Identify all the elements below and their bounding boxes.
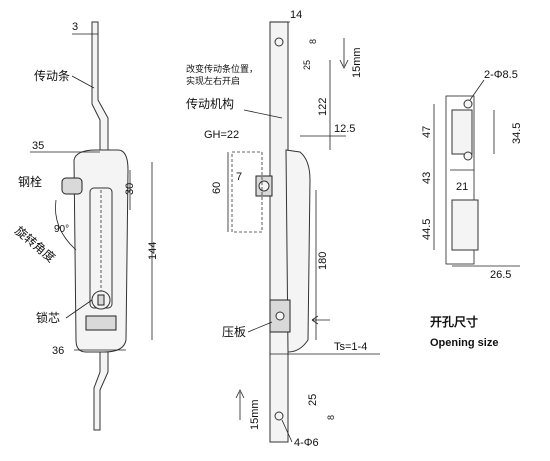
dim-60: 60 <box>211 182 223 194</box>
dim-7: 7 <box>236 171 242 183</box>
dim-35: 35 <box>32 140 44 152</box>
stroke-arrow-top <box>339 38 349 69</box>
mounting-strip <box>269 21 289 443</box>
clamp-arrow <box>311 315 330 325</box>
dim-47: 47 <box>421 126 433 138</box>
label-drive-rod: 传动条 <box>34 68 70 83</box>
callout-holes-bottom <box>281 419 293 443</box>
label-holes-bottom: 4-Φ6 <box>294 437 319 449</box>
dim-26-5: 26.5 <box>490 269 511 281</box>
steel-bolt <box>61 177 83 195</box>
dim-12-5: 12.5 <box>334 123 355 135</box>
dim-21: 21 <box>456 181 468 193</box>
dim-8-bottom: 8 <box>326 415 336 420</box>
side-view: 15mm 15mm 14 8 25 122 12.5 60 7 180 Ts=1… <box>186 9 380 449</box>
label-change-note-2: 实现左右开启 <box>186 75 240 87</box>
clamp-screw <box>275 311 285 321</box>
label-hole-size-cn: 开孔尺寸 <box>430 314 478 329</box>
label-stroke-bottom: 15mm <box>249 399 261 430</box>
dim-180: 180 <box>317 252 329 270</box>
dim-14: 14 <box>290 9 302 21</box>
label-stroke-top: 15mm <box>351 47 363 78</box>
callout-lock-core <box>65 299 93 319</box>
dim-3: 3 <box>72 21 78 33</box>
label-change-note-1: 改变传动条位置， <box>186 63 258 75</box>
dim-25-bottom: 25 <box>307 394 319 406</box>
lock-base <box>85 315 117 331</box>
drive-gear <box>258 180 270 192</box>
opening-hole-top <box>463 99 473 109</box>
label-hole-top-right: 2-Φ8.5 <box>484 69 518 81</box>
mount-hole-bottom <box>274 411 284 421</box>
label-pressure-plate: 压板 <box>222 325 246 339</box>
panel-outline <box>445 95 475 265</box>
dim-34-5: 34.5 <box>511 123 523 144</box>
callout-drive-rod <box>71 75 95 89</box>
lower-drive-rod <box>93 351 109 431</box>
callout-drive-mechanism <box>243 109 283 119</box>
dim-122: 122 <box>317 98 329 116</box>
dim-36: 36 <box>52 345 64 357</box>
label-angle-90: 90° <box>54 224 69 235</box>
dim-8-top: 8 <box>308 39 318 44</box>
label-lock-core: 锁芯 <box>36 310 60 325</box>
upper-drive-rod <box>91 21 109 161</box>
label-drive-mechanism: 传动机构 <box>186 96 234 111</box>
dim-30: 30 <box>124 183 136 195</box>
lock-core-keyway <box>97 294 105 306</box>
opening-size-view: 2-Φ8.5 47 34.5 43 21 44.5 26.5 开孔尺寸 Open… <box>421 69 523 349</box>
label-ts: Ts=1-4 <box>334 341 367 353</box>
opening-upper-slot <box>451 109 473 155</box>
dim-44-5: 44.5 <box>421 219 433 240</box>
callout-pressure-plate <box>247 321 273 333</box>
dim-43: 43 <box>421 172 433 184</box>
label-steel-bolt: 钢栓 <box>18 174 42 189</box>
stroke-arrow-bottom <box>235 389 245 420</box>
dim-25-top: 25 <box>302 60 312 70</box>
dim-144: 144 <box>147 242 159 260</box>
opening-lower-slot <box>451 199 479 251</box>
label-rotation-angle: 旋转角度 <box>12 223 58 265</box>
side-dash-outline <box>231 151 263 233</box>
callout-hole-top-right <box>469 79 485 101</box>
rotation-arc <box>55 199 77 251</box>
front-view: 3 35 30 144 36 传动条 钢栓 旋转角度 90° 锁芯 <box>12 21 159 431</box>
label-gh: GH=22 <box>204 129 239 141</box>
opening-hole-bottom <box>463 151 473 161</box>
label-hole-size-en: Opening size <box>430 337 498 349</box>
side-body <box>285 149 311 353</box>
mount-hole-top <box>274 37 284 47</box>
